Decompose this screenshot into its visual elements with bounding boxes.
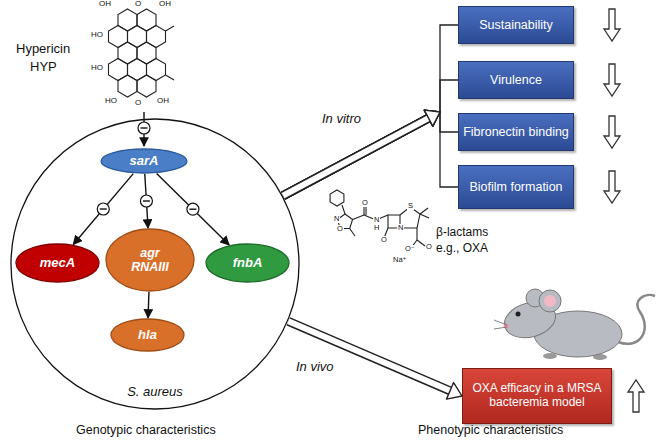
arrow-shaft-fill <box>283 118 428 196</box>
drug-class: β-lactams <box>436 226 488 239</box>
atom-label: HO <box>104 97 118 105</box>
atom-label: H <box>373 224 380 232</box>
atom-label: S <box>407 202 414 210</box>
arrow-shaft-outline <box>283 118 428 196</box>
atom-label: N <box>397 224 404 232</box>
atom-label: Na⁺ <box>392 256 408 264</box>
node-text: fnbA <box>233 256 263 271</box>
section-caption: Genotypic characteristics <box>76 424 216 438</box>
effect-arrow <box>283 25 458 196</box>
hollow-arrowhead <box>447 383 462 400</box>
increase-arrow <box>628 380 644 412</box>
node-text: sarA <box>130 154 159 169</box>
atom-label: OH <box>158 0 172 8</box>
condition-label: In vitro <box>322 112 361 126</box>
inhibition-symbol <box>140 195 152 207</box>
effect-arrow <box>283 80 458 196</box>
outcome-box: Virulence <box>458 61 574 99</box>
ellipse-shape <box>11 119 299 409</box>
compound-abbreviation: HYP <box>30 60 57 74</box>
arrow-shaft-fill <box>283 118 428 196</box>
bracket-line <box>440 112 458 187</box>
drug-example: e.g., OXA <box>436 242 488 255</box>
atom-label: HO <box>90 31 104 39</box>
node-text: Sustainability <box>479 18 553 32</box>
atom-label: OH <box>98 0 112 8</box>
connector-line <box>147 292 149 318</box>
bracket-line <box>440 25 458 112</box>
atom-label: O <box>425 243 433 251</box>
node-text: agr RNAIII <box>124 246 176 275</box>
ellipse-shape <box>101 149 187 173</box>
atom-label: OH <box>156 97 170 105</box>
connector-line <box>73 174 133 245</box>
atom-label: N <box>333 215 340 223</box>
gene-ellipse: agr RNAIII <box>105 228 195 292</box>
outcome-box: Biofilm formation <box>458 165 574 209</box>
atom-label: O⁻ <box>404 245 416 253</box>
atom-label: HO <box>90 64 104 72</box>
atom-label: O <box>336 225 344 233</box>
oxacillin-structure <box>330 190 429 248</box>
node-text: S. aureus <box>127 385 183 400</box>
inhibition-symbol <box>187 203 199 215</box>
node-text: mecA <box>40 256 75 271</box>
arrow-shaft-fill <box>283 118 428 196</box>
inhibition-symbol <box>189 209 196 210</box>
arrow-shaft-outline <box>283 118 428 196</box>
bracket-line <box>440 80 458 112</box>
arrow-shaft-fill <box>283 118 428 196</box>
bracket-line <box>440 112 458 132</box>
ellipse-shape <box>111 319 184 351</box>
inhibition-symbol <box>100 208 107 209</box>
gene-ellipse: hla <box>110 318 185 352</box>
node-text: Virulence <box>490 73 542 87</box>
arrow-shaft-fill <box>288 321 450 391</box>
effect-arrow <box>283 110 458 195</box>
inhibition-symbol <box>143 200 150 201</box>
effect-arrow <box>283 110 458 195</box>
inhibition-arrow <box>140 174 152 228</box>
mouse <box>494 289 655 360</box>
outcome-box: Fibronectin binding <box>458 113 574 151</box>
hypericin-structure <box>109 9 175 97</box>
ellipse-shape <box>16 244 99 282</box>
inhibition-arrow <box>73 174 133 245</box>
inhibition-arrow <box>138 112 150 146</box>
inhibition-symbol <box>97 203 109 215</box>
activation-arrow <box>148 292 150 318</box>
arrow-shaft-outline <box>283 118 428 196</box>
compound-name: Hypericin <box>16 42 70 56</box>
ellipse-shape <box>106 229 194 291</box>
atom-label: N <box>373 216 380 224</box>
gene-ellipse: sarA <box>100 148 188 174</box>
gene-ellipse: fnbA <box>205 243 290 283</box>
decrease-arrow <box>604 9 620 203</box>
outcome-box: Sustainability <box>458 6 574 44</box>
bacterium-ellipse: S. aureus sarA mecA agr RNAIII fnbA hla <box>10 118 300 410</box>
node-text: Biofilm formation <box>469 180 562 194</box>
section-caption: Phenotypic characteristics <box>418 424 563 438</box>
node-text: hla <box>138 328 157 343</box>
atom-label: O <box>134 99 142 107</box>
outcome-box: OXA efficacy in a MRSA bacteremia model <box>462 368 612 424</box>
arrow-shaft-outline <box>283 118 428 196</box>
arrow-shaft-outline <box>288 321 450 391</box>
condition-label: In vivo <box>296 360 334 374</box>
effect-arrow <box>288 321 462 399</box>
atom-label: O <box>380 236 388 244</box>
node-text: Fibronectin binding <box>463 125 569 139</box>
ellipse-shape <box>206 244 289 282</box>
atom-label: O <box>134 0 142 8</box>
hollow-arrowhead <box>424 110 440 126</box>
gene-ellipse: mecA <box>15 243 100 283</box>
atom-label: O <box>361 199 369 207</box>
node-text: OXA efficacy in a MRSA bacteremia model <box>467 382 607 410</box>
